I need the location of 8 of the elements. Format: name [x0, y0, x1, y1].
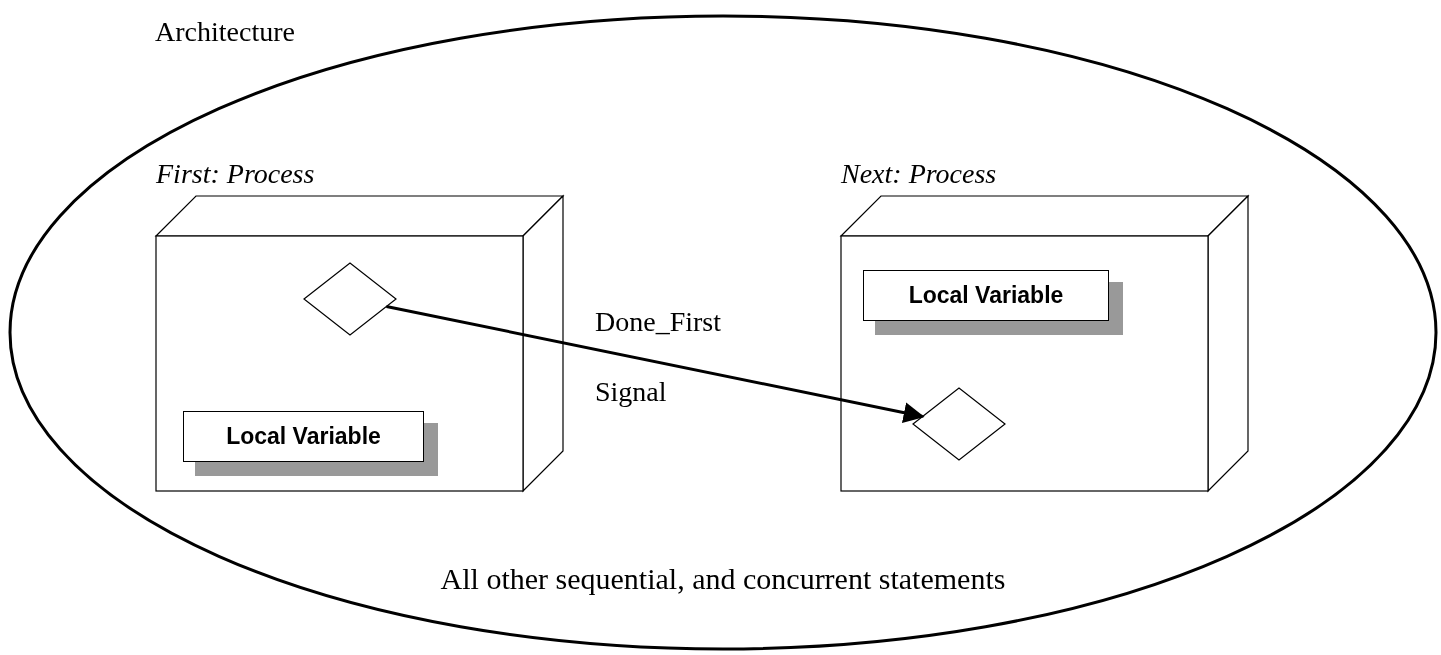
statements-text: All other sequential, and concurrent statements [439, 561, 1007, 597]
local-variable-label: Local Variable [183, 411, 424, 462]
architecture-heading: Architecture [155, 16, 295, 48]
process-title: Next: Process [841, 158, 997, 190]
arrow [386, 305, 925, 423]
edge-label: Done_First Signal [595, 305, 722, 409]
process-title: First: Process [156, 158, 315, 190]
local-variable-label: Local Variable [863, 270, 1109, 321]
